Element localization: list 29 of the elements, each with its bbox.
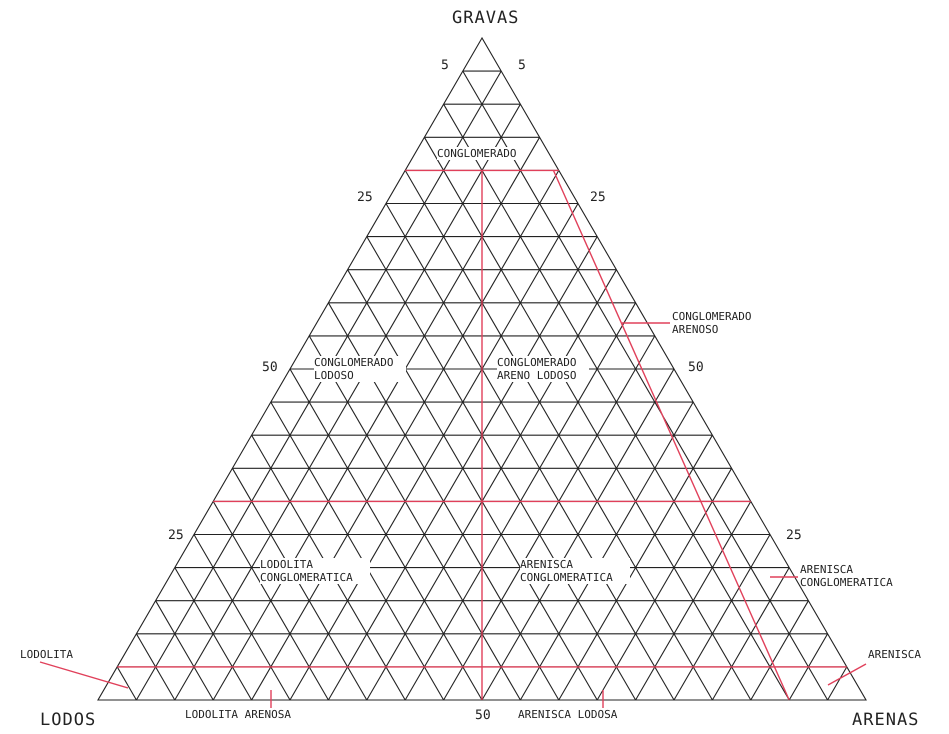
class-label: ARENISCA CONGLOMERATICA: [800, 563, 915, 589]
axis-tick-label: 50: [262, 360, 278, 375]
vertex-label: ARENAS: [852, 710, 920, 730]
axis-tick-label: 25: [357, 190, 373, 205]
axis-tick-label: 25: [786, 528, 802, 543]
leader-line: [40, 661, 128, 689]
leader-line: [828, 663, 866, 686]
leader-line: [270, 690, 272, 708]
leader-line: [622, 322, 670, 324]
class-label: CONGLOMERADO ARENOSO: [672, 310, 772, 336]
region-label: CONGLOMERADO LODOSO: [314, 356, 406, 382]
region-label: CONGLOMERADO: [437, 147, 516, 160]
class-label: ARENISCA LODOSA: [518, 708, 648, 721]
region-label: CONGLOMERADO ARENO LODOSO: [497, 356, 589, 382]
axis-tick-label: 5: [441, 58, 449, 73]
leader-line: [770, 576, 798, 578]
axis-tick-label: 5: [518, 58, 526, 73]
region-label: ARENISCA CONGLOMERATICA: [520, 558, 630, 584]
axis-tick-label: 25: [590, 190, 606, 205]
class-label: LODOLITA ARENOSA: [185, 708, 315, 721]
leader-line: [602, 690, 604, 708]
class-label: ARENISCA: [868, 648, 948, 661]
class-label: LODOLITA: [20, 648, 100, 661]
vertex-label: LODOS: [40, 710, 96, 730]
axis-tick-label: 50: [475, 708, 491, 723]
axis-tick-label: 25: [168, 528, 184, 543]
vertex-label: GRAVAS: [452, 8, 520, 28]
region-label: LODOLITA CONGLOMERATICA: [260, 558, 370, 584]
axis-tick-label: 50: [688, 360, 704, 375]
